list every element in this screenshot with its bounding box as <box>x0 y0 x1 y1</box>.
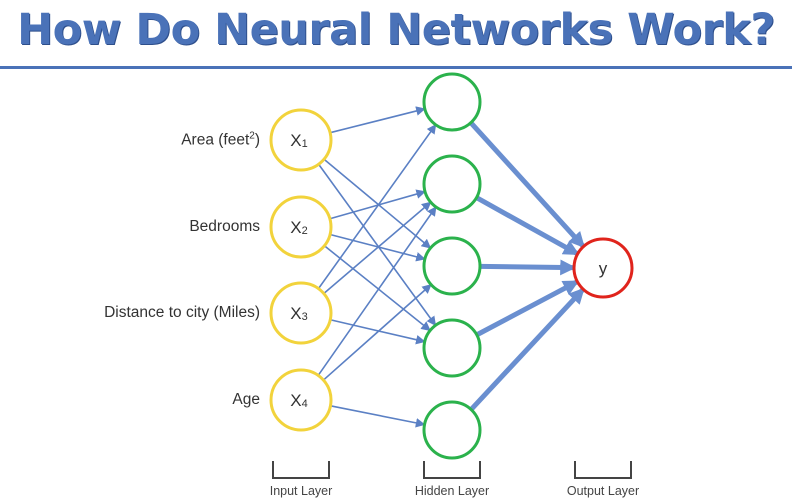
input-node-subscript: 2 <box>302 225 308 237</box>
connection-x3-h1 <box>317 124 437 290</box>
input-node-circle <box>269 368 333 432</box>
hidden-node-1 <box>422 72 482 132</box>
connection-h2-y <box>473 195 580 256</box>
connection-h3-y <box>477 259 577 276</box>
connection-x2-h2 <box>329 189 426 220</box>
layer-brackets <box>272 461 632 479</box>
hidden-layer-bracket <box>423 461 481 479</box>
input-hidden-connections <box>317 106 437 428</box>
input-node-subscript: 1 <box>302 138 308 150</box>
input-node-subscript: 4 <box>302 398 308 410</box>
input-node-x1: X1 <box>269 108 333 172</box>
input-label-distance: Distance to city (Miles) <box>104 304 260 321</box>
connection-x4-h5 <box>329 405 426 428</box>
connection-x1-h3 <box>323 158 432 249</box>
hidden-node-3 <box>422 236 482 296</box>
hidden-node-4 <box>422 318 482 378</box>
output-node-circle <box>572 237 634 299</box>
input-node-x3: X3 <box>269 281 333 345</box>
connection-x4-h2 <box>317 206 437 377</box>
hidden-layer-label: Hidden Layer <box>414 484 490 498</box>
connection-h5-y <box>468 287 586 413</box>
output-node-y: y <box>572 237 634 299</box>
input-label-age: Age <box>232 391 260 408</box>
output-node-label: y <box>599 259 608 278</box>
connection-h1-y <box>468 120 586 249</box>
hidden-output-connections <box>468 120 586 413</box>
input-layer-bracket <box>272 461 330 479</box>
connection-x1-h4 <box>317 163 437 327</box>
connection-x2-h4 <box>323 244 431 332</box>
input-node-circle <box>269 195 333 259</box>
connection-x3-h2 <box>323 201 432 295</box>
input-node-circle <box>269 108 333 172</box>
output-layer-label: Output Layer <box>566 484 640 498</box>
connection-x4-h3 <box>322 283 432 381</box>
hidden-node-5 <box>422 400 482 460</box>
input-node-x4: X4 <box>269 368 333 432</box>
connection-x3-h4 <box>329 318 426 345</box>
page-title: How Do Neural Networks Work? <box>17 5 775 55</box>
input-node-subscript: 3 <box>302 311 308 323</box>
input-node-circle <box>269 281 333 345</box>
output-layer-bracket <box>574 461 632 479</box>
hidden-node-2 <box>422 154 482 214</box>
input-label-bedrooms: Bedrooms <box>189 218 260 235</box>
input-node-x2: X2 <box>269 195 333 259</box>
connection-x2-h3 <box>329 233 426 262</box>
connection-x1-h1 <box>329 106 426 134</box>
connection-h4-y <box>474 279 580 338</box>
title-underline <box>0 66 792 69</box>
input-label-area: Area (feet2) <box>181 130 260 149</box>
input-layer-label: Input Layer <box>269 484 333 498</box>
